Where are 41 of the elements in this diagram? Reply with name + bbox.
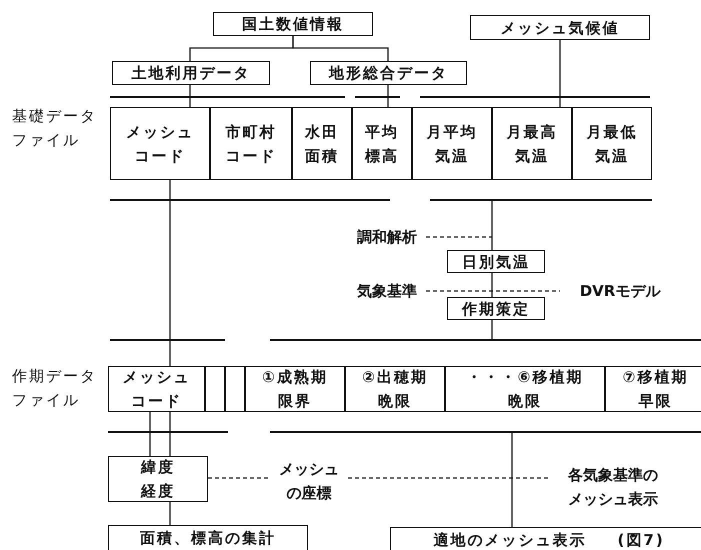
connector-line [169, 412, 171, 456]
title-box: 国土数値情報 [213, 12, 373, 36]
connector-line [387, 85, 389, 107]
source-box: メッシュ気候値 [470, 15, 650, 40]
connector-line [511, 432, 513, 527]
process-box: 日別気温 [447, 250, 545, 273]
connector-line [491, 320, 493, 340]
connector-line [559, 40, 561, 107]
connector-line [149, 412, 151, 456]
table-cell: ①成熟期限界 [245, 366, 345, 412]
data-box: 土地利用データ [112, 61, 270, 85]
connector-line [169, 502, 171, 525]
dashed-line [208, 477, 270, 479]
table-cell: 市町村コード [210, 107, 292, 180]
empty-cell [225, 366, 245, 412]
table-cell: 月最低気温 [572, 107, 652, 180]
table-cell: ②出穂期晩限 [345, 366, 445, 412]
connector-line [491, 200, 493, 250]
empty-cell [205, 366, 225, 412]
row-header: 作期データファイル [12, 366, 97, 411]
table-cell: ・・・⑥移植期晩限 [445, 366, 605, 412]
table-cell: ⑦移植期早限 [605, 366, 701, 412]
table-cell: 月最高気温 [492, 107, 572, 180]
table-cell: 平均標高 [352, 107, 412, 180]
table-cell: メッシュコード [110, 107, 210, 180]
process-box: 作期策定 [447, 297, 545, 320]
data-box: 地形総合データ [310, 61, 467, 85]
dashed-line [348, 477, 548, 479]
dashed-line [426, 236, 492, 238]
connector-line [491, 273, 493, 297]
table-cell: 水田面積 [292, 107, 352, 180]
row-header: 基礎データファイル [12, 106, 97, 151]
result-box: 面積、標高の集計 [108, 525, 308, 550]
process-box: 緯度経度 [108, 456, 208, 502]
table-cell: 月平均気温 [412, 107, 492, 180]
table-cell: メッシュコード [108, 366, 205, 412]
result-box: 適地のメッシュ表示 (図7) [390, 527, 701, 550]
connector-line [292, 36, 389, 61]
dashed-line [426, 290, 560, 292]
connector-line [189, 85, 191, 107]
connector-line [169, 180, 171, 366]
